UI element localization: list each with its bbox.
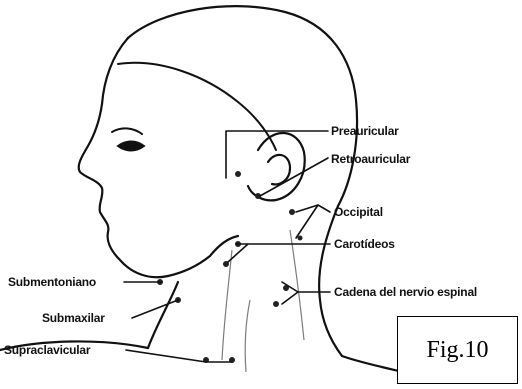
figure-label-box: Fig.10 <box>397 316 518 384</box>
leader-submaxilar <box>132 300 178 318</box>
leader-lines <box>124 131 330 362</box>
label-submentoniano: Submentoniano <box>8 275 96 289</box>
hairline <box>118 63 276 150</box>
head-neck-outline <box>0 6 440 382</box>
ear <box>248 133 305 200</box>
figure-label: Fig.10 <box>426 337 488 364</box>
leader-cadena-espinal <box>282 282 330 304</box>
label-supraclavicular: Supraclavicular <box>4 343 91 357</box>
label-retroauricular: Retroauricular <box>331 152 411 166</box>
label-cadena-nervio-espinal: Cadena del nervio espinal <box>334 285 477 299</box>
label-preauricular: Preauricular <box>331 124 399 138</box>
leader-supraclavicular <box>126 350 232 362</box>
label-submaxilar: Submaxilar <box>42 311 105 325</box>
node-occipital-1 <box>289 209 295 215</box>
leader-occipital <box>296 205 330 238</box>
label-occipital: Occipital <box>334 205 383 219</box>
eye <box>112 128 144 150</box>
neck-shading <box>222 230 304 372</box>
node-spinal-2 <box>273 301 279 307</box>
node-occipital-2 <box>298 236 303 241</box>
label-carotideos: Carotídeos <box>334 237 395 251</box>
node-preauricular <box>235 171 241 177</box>
leader-carotideos <box>228 244 330 262</box>
